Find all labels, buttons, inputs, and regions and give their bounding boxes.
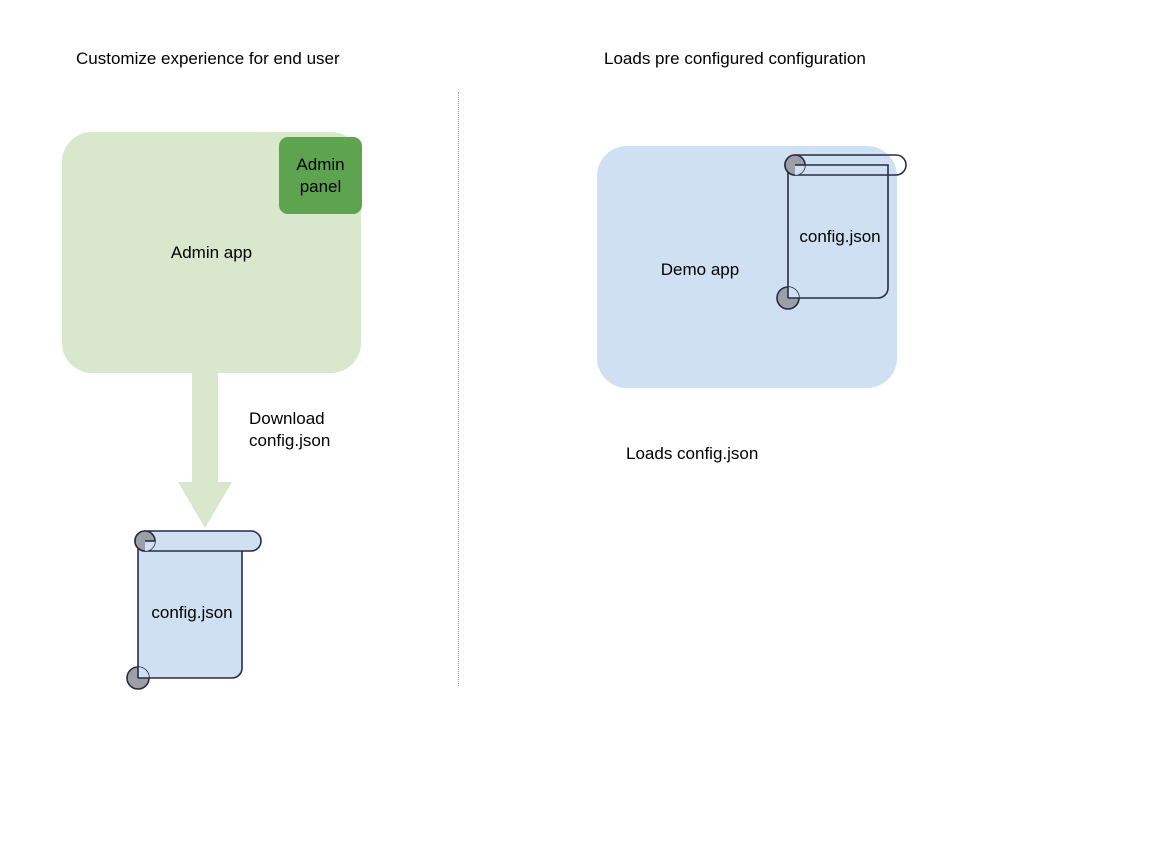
loads-config-caption: Loads config.json <box>626 444 759 463</box>
left-panel-heading: Customize experience for end user <box>76 49 340 68</box>
config-json-document-left[interactable] <box>118 528 266 690</box>
demo-app-box <box>597 146 897 388</box>
config-json-document-right[interactable] <box>770 152 910 310</box>
admin-panel-label: Admin panel <box>296 154 345 196</box>
download-arrow-label: Download config.json <box>249 409 331 450</box>
config-json-document-right-label: config.json <box>799 227 881 246</box>
admin-panel-box[interactable]: Admin panel <box>279 137 362 214</box>
download-arrow-icon <box>178 370 232 528</box>
admin-app-label: Admin app <box>170 243 253 262</box>
demo-app-label: Demo app <box>660 260 740 279</box>
vertical-dotted-divider <box>458 92 459 686</box>
right-panel-heading: Loads pre configured configuration <box>604 49 866 68</box>
config-json-document-left-label: config.json <box>151 603 233 622</box>
